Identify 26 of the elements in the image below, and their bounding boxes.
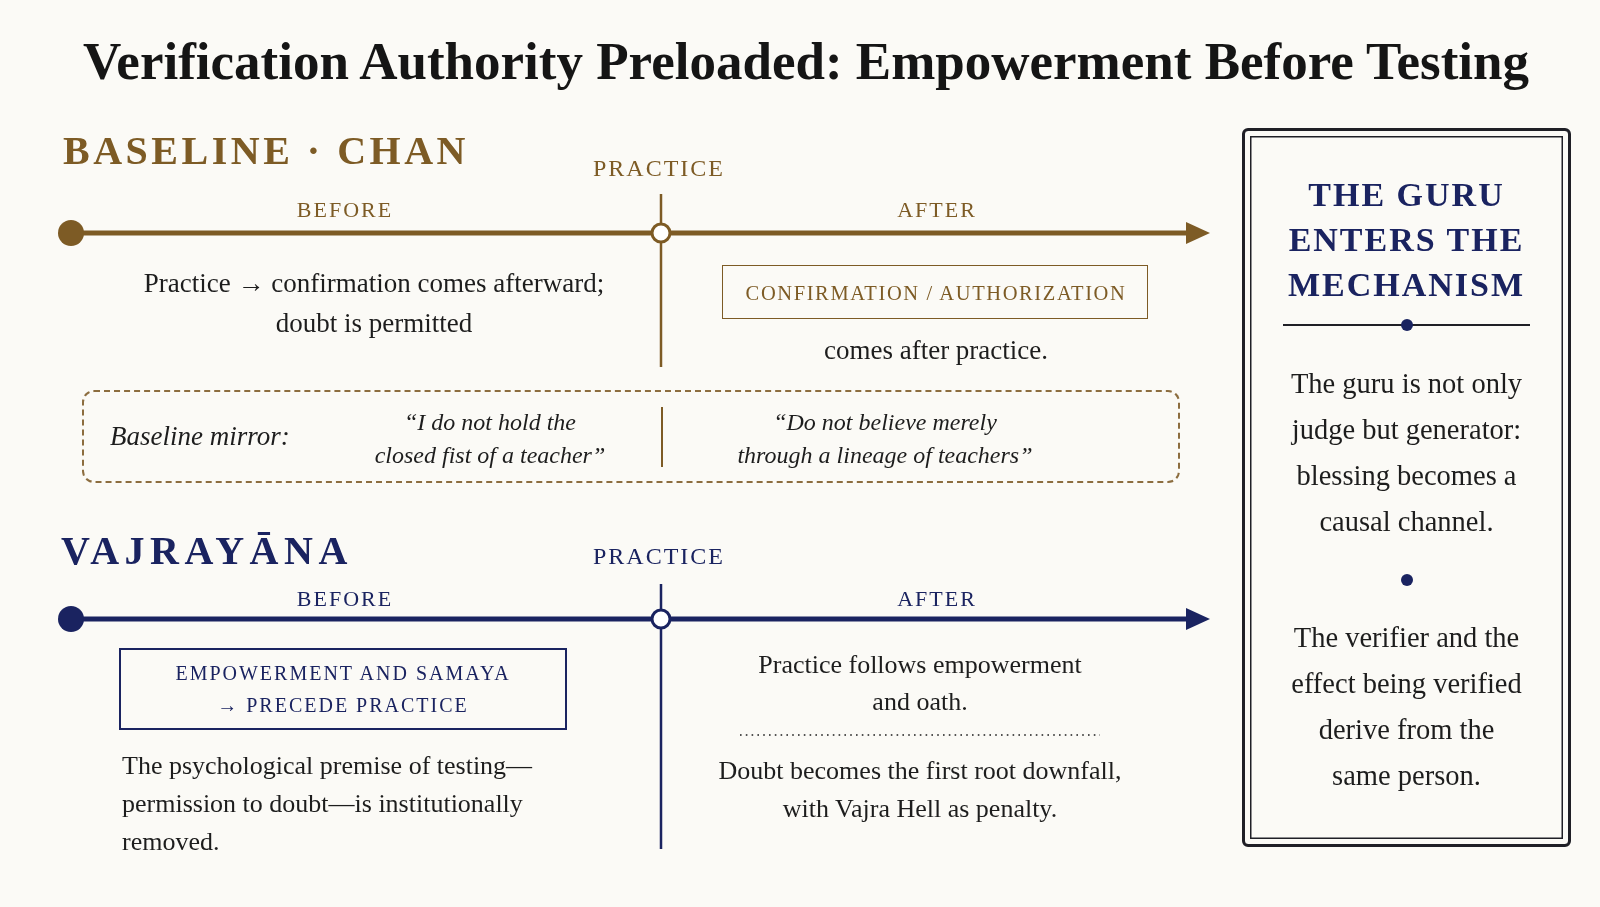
side-panel — [1242, 128, 1571, 847]
callout-text: CONFIRMATION / AUTHORIZATION — [745, 281, 1127, 306]
section-heading: VAJRAYĀNA — [61, 527, 353, 575]
description-text: Practice → confirmation comes afterward; doubt is permitted — [143, 267, 605, 340]
phase-label: BEFORE — [296, 585, 394, 613]
callout-box — [722, 265, 1148, 319]
phase-label: AFTER — [897, 585, 977, 613]
description-text: Doubt becomes the first root downfall, with Vajra Hell as penalty. — [718, 755, 1122, 825]
diagram-title: Verification Authority Preloaded: Empowerment Before Testing — [82, 31, 1530, 92]
description-text: Practice follows empowerment and oath. — [757, 649, 1083, 718]
box-caption: comes after practice. — [823, 334, 1049, 367]
quote-text: “I do not hold the closed fist of a teacher” — [374, 408, 606, 470]
phase-label: BEFORE — [296, 196, 394, 224]
callout-text: EMPOWERMENT AND SAMAYA → PRECEDE PRACTICE — [174, 661, 512, 718]
timeline-marker-label: PRACTICE — [593, 542, 725, 571]
section-heading: BASELINE · CHAN — [63, 127, 469, 175]
quote-panel — [82, 390, 1180, 483]
timeline-marker-label: PRACTICE — [593, 154, 725, 183]
panel-text: The guru is not only judge but generator: blessing becomes a causal channel. — [1290, 367, 1523, 539]
callout-box — [119, 648, 567, 730]
panel-text: The verifier and the effect being verified derive from the same person. — [1290, 621, 1523, 793]
quote-text: “Do not believe merely through a lineage of teachers” — [736, 408, 1034, 470]
phase-label: AFTER — [897, 196, 977, 224]
panel-heading: THE GURU ENTERS THE MECHANISM — [1287, 174, 1526, 305]
description-text: The psychological premise of testing—permission to doubt—is institutionally removed. — [122, 750, 534, 858]
panel-label: Baseline mirror: — [110, 420, 290, 453]
